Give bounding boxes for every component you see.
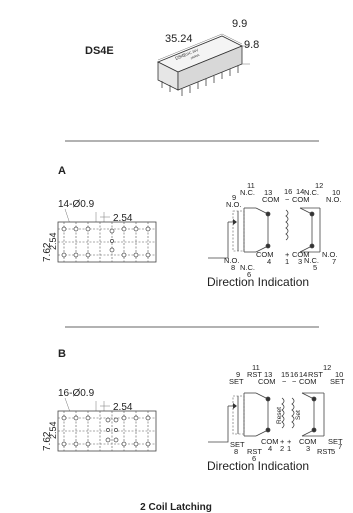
section-b-pitch: 2.54 bbox=[113, 402, 133, 413]
section-b-label: B bbox=[58, 348, 66, 360]
b-pin6-name: RST bbox=[247, 447, 262, 456]
a-pin6-num: 6 bbox=[247, 270, 251, 279]
a-pin12-num: 12 bbox=[315, 181, 323, 190]
b-pin2-name: + bbox=[280, 437, 285, 446]
b-pin3-num: 3 bbox=[306, 444, 310, 453]
b-pin5-name: RST bbox=[317, 447, 332, 456]
a-pin3-num: 3 bbox=[298, 257, 302, 266]
section-a-pitch: 2.54 bbox=[113, 213, 133, 224]
body-print-rating: DC 24V bbox=[186, 48, 199, 57]
a-pin16-name: − bbox=[285, 195, 290, 204]
section-b-direction-label: Direction Indication bbox=[207, 459, 309, 473]
hole-leader bbox=[64, 208, 71, 225]
package-height-dimension: 9.8 bbox=[244, 39, 259, 51]
section-a-schematic bbox=[208, 207, 321, 259]
a-pin6-name: N.C. bbox=[240, 263, 255, 272]
b-pin4-num: 4 bbox=[268, 444, 272, 453]
b-pin1-name: + bbox=[287, 437, 292, 446]
coil-label-reset: Reset bbox=[276, 407, 283, 424]
a-pin9-num: 9 bbox=[232, 193, 236, 202]
a-pin11-name: N.C. bbox=[240, 188, 255, 197]
body-print-model: DS4E bbox=[175, 52, 188, 61]
section-a-hole-spec: 14-Ø0.9 bbox=[58, 199, 95, 210]
a-pin7-name: N.O. bbox=[322, 250, 337, 259]
b-pin7-name: SET bbox=[328, 437, 343, 446]
b-pin12-num: 12 bbox=[323, 363, 331, 372]
b-pin13-num: 13 bbox=[264, 370, 272, 379]
a-pin4-name: COM bbox=[256, 250, 274, 259]
a-pin9-name: N.O. bbox=[226, 200, 241, 209]
a-pin14-name: COM bbox=[292, 195, 310, 204]
b-pin9-num: 9 bbox=[236, 370, 240, 379]
b-pin11-name: RST bbox=[247, 370, 262, 379]
package-length-dimension: 35.24 bbox=[165, 33, 193, 45]
b-pin5-num: 5 bbox=[331, 447, 335, 456]
coil-label-set: Set bbox=[295, 410, 302, 420]
b-pin13-name: COM bbox=[258, 377, 276, 386]
b-pin15-name: − bbox=[282, 377, 287, 386]
relay-package-illustration: DS4E DC 24V JAPAN bbox=[157, 33, 250, 96]
a-pin10-name: N.O. bbox=[326, 195, 341, 204]
b-pin3-name: COM bbox=[299, 437, 317, 446]
section-b-row-spacing: 7.62 bbox=[42, 431, 53, 451]
b-pin8-name: SET bbox=[230, 440, 245, 449]
a-pin1-name: + bbox=[285, 250, 290, 259]
section-a-pcb-layout bbox=[57, 221, 157, 263]
a-pin10-num: 10 bbox=[332, 188, 340, 197]
b-pin8-num: 8 bbox=[234, 447, 238, 456]
b-pin2-num: 2 bbox=[280, 444, 284, 453]
b-pin6-num: 6 bbox=[252, 454, 256, 463]
section-a-row-offset: 2.54 bbox=[48, 232, 58, 250]
section-a-row-spacing: 7.62 bbox=[42, 242, 53, 262]
b-pin1-num: 1 bbox=[287, 444, 291, 453]
a-pin14-num: 14 bbox=[296, 187, 304, 196]
a-pin8-num: 8 bbox=[231, 263, 235, 272]
a-pin12-name: N.C. bbox=[304, 188, 319, 197]
b-pin7-num: 7 bbox=[338, 442, 342, 451]
package-width-dimension: 9.9 bbox=[232, 18, 247, 30]
b-pin10-num: 10 bbox=[335, 370, 343, 379]
b-pin14-num: 14 bbox=[299, 370, 307, 379]
a-pin1-num: 1 bbox=[285, 257, 289, 266]
b-pin12-name: RST bbox=[308, 370, 323, 379]
a-pin7-num: 7 bbox=[332, 257, 336, 266]
section-b-schematic bbox=[208, 392, 325, 443]
b-pin10-name: SET bbox=[330, 377, 345, 386]
section-b-hole-spec: 16-Ø0.9 bbox=[58, 388, 95, 399]
section-a-direction-label: Direction Indication bbox=[207, 275, 309, 289]
section-b-pcb-layout bbox=[57, 410, 157, 452]
a-pin4-num: 4 bbox=[267, 257, 271, 266]
body-print-origin: JAPAN bbox=[190, 53, 200, 60]
b-pin11-num: 11 bbox=[252, 363, 260, 372]
section-b-row-offset: 2.54 bbox=[48, 421, 58, 439]
model-title: DS4E bbox=[85, 45, 114, 57]
b-pin16-name: − bbox=[292, 377, 297, 386]
b-pin16-num: 16 bbox=[290, 370, 298, 379]
a-pin8-name: N.O. bbox=[224, 256, 239, 265]
a-pin5-num: 5 bbox=[313, 263, 317, 272]
a-pin16-num: 16 bbox=[284, 187, 292, 196]
b-pin15-num: 15 bbox=[281, 370, 289, 379]
a-pin3-name: COM bbox=[292, 250, 310, 259]
section-a-label: A bbox=[58, 165, 66, 177]
a-pin13-num: 13 bbox=[264, 188, 272, 197]
footer-caption: 2 Coil Latching bbox=[140, 502, 212, 513]
b-pin9-name: SET bbox=[229, 377, 244, 386]
b-pin14-name: COM bbox=[299, 377, 317, 386]
a-pin11-num: 11 bbox=[247, 181, 255, 190]
a-pin5-name: N.C. bbox=[304, 256, 319, 265]
a-pin13-name: COM bbox=[262, 195, 280, 204]
b-pin4-name: COM bbox=[261, 437, 279, 446]
